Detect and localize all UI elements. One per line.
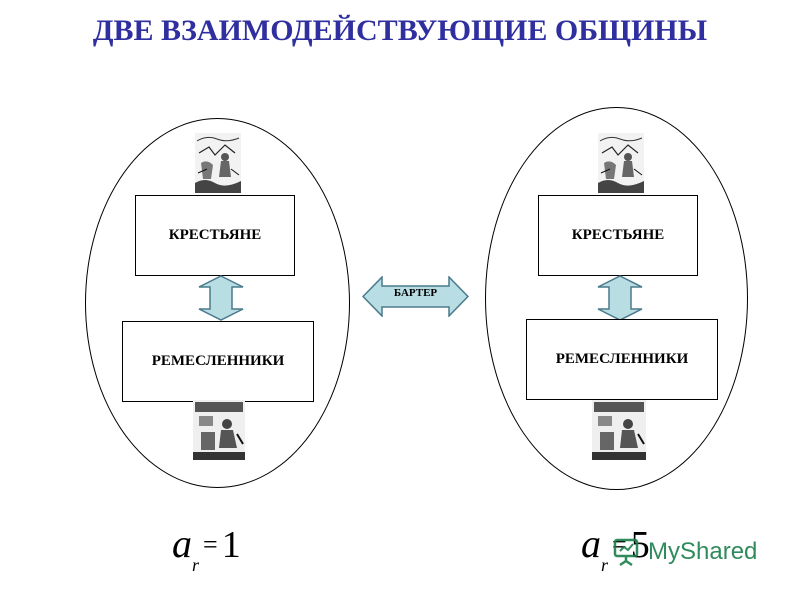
peasants-engraving-left <box>195 133 241 193</box>
formula-operator: = <box>203 530 218 559</box>
left-double-arrow <box>197 275 245 321</box>
left-formula: ar = 1 <box>172 520 241 575</box>
presentation-screen-icon <box>613 538 639 567</box>
right-peasants-box: КРЕСТЬЯНЕ <box>538 195 698 276</box>
formula-symbol: a <box>581 521 601 566</box>
left-artisans-box: РЕМЕСЛЕННИКИ <box>122 321 314 402</box>
right-artisans-box: РЕМЕСЛЕННИКИ <box>526 319 718 400</box>
barter-label: БАРТЕР <box>393 287 438 299</box>
page-title: ДВЕ ВЗАИМОДЕЙСТВУЮЩИЕ ОБЩИНЫ <box>92 14 708 47</box>
watermark: MyShared <box>612 537 757 567</box>
formula-value: 1 <box>221 524 241 566</box>
left-peasants-box: КРЕСТЬЯНЕ <box>135 195 295 276</box>
barter-arrow: БАРТЕР <box>362 276 469 317</box>
artisans-engraving-right <box>592 400 646 460</box>
artisans-engraving-left <box>193 400 245 460</box>
formula-symbol: a <box>172 521 192 566</box>
peasants-engraving-right <box>598 133 644 193</box>
watermark-text: MyShared <box>648 538 758 565</box>
formula-subscript: r <box>601 555 609 575</box>
formula-subscript: r <box>192 555 200 575</box>
right-double-arrow <box>596 275 644 321</box>
